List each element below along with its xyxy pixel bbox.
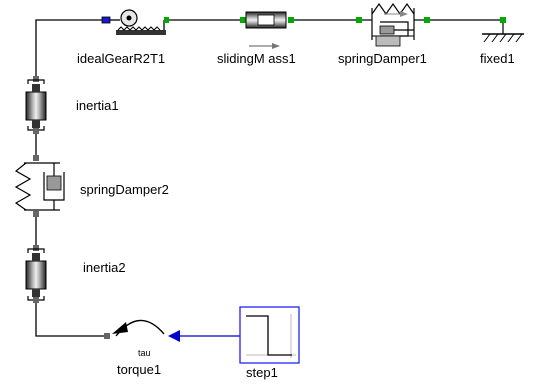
signal-step-to-torque[interactable] bbox=[168, 330, 240, 342]
inertia-1-label: inertia1 bbox=[76, 98, 119, 113]
torque-component[interactable]: tau torque1 bbox=[104, 319, 165, 377]
step-component[interactable]: step1 bbox=[239, 306, 300, 380]
connection-gear-to-inertia1[interactable] bbox=[35, 19, 102, 79]
connections bbox=[35, 19, 502, 337]
inertia-2-component[interactable]: inertia2 bbox=[25, 245, 126, 303]
spring-damper-1-component[interactable]: springDamper1 bbox=[338, 2, 430, 66]
spring-damper-1-label: springDamper1 bbox=[338, 51, 427, 66]
torque-input-label: tau bbox=[138, 348, 151, 358]
ideal-gear-component[interactable]: idealGearR2T1 bbox=[77, 9, 169, 66]
inertia-2-label: inertia2 bbox=[83, 260, 126, 275]
ideal-gear-label: idealGearR2T1 bbox=[77, 51, 165, 66]
torque-label: torque1 bbox=[117, 362, 161, 377]
sliding-mass-component[interactable]: slidingM ass1 bbox=[217, 11, 296, 66]
connection-inertia2-to-torque[interactable] bbox=[35, 302, 106, 337]
spring-damper-2-label: springDamper2 bbox=[80, 182, 169, 197]
sliding-mass-label: slidingM ass1 bbox=[217, 51, 296, 66]
fixed-label: fixed1 bbox=[480, 51, 515, 66]
inertia-1-component[interactable]: inertia1 bbox=[25, 76, 119, 134]
fixed-component[interactable]: fixed1 bbox=[480, 17, 524, 66]
step-label: step1 bbox=[246, 365, 278, 380]
spring-damper-2-component[interactable]: springDamper2 bbox=[14, 155, 169, 217]
